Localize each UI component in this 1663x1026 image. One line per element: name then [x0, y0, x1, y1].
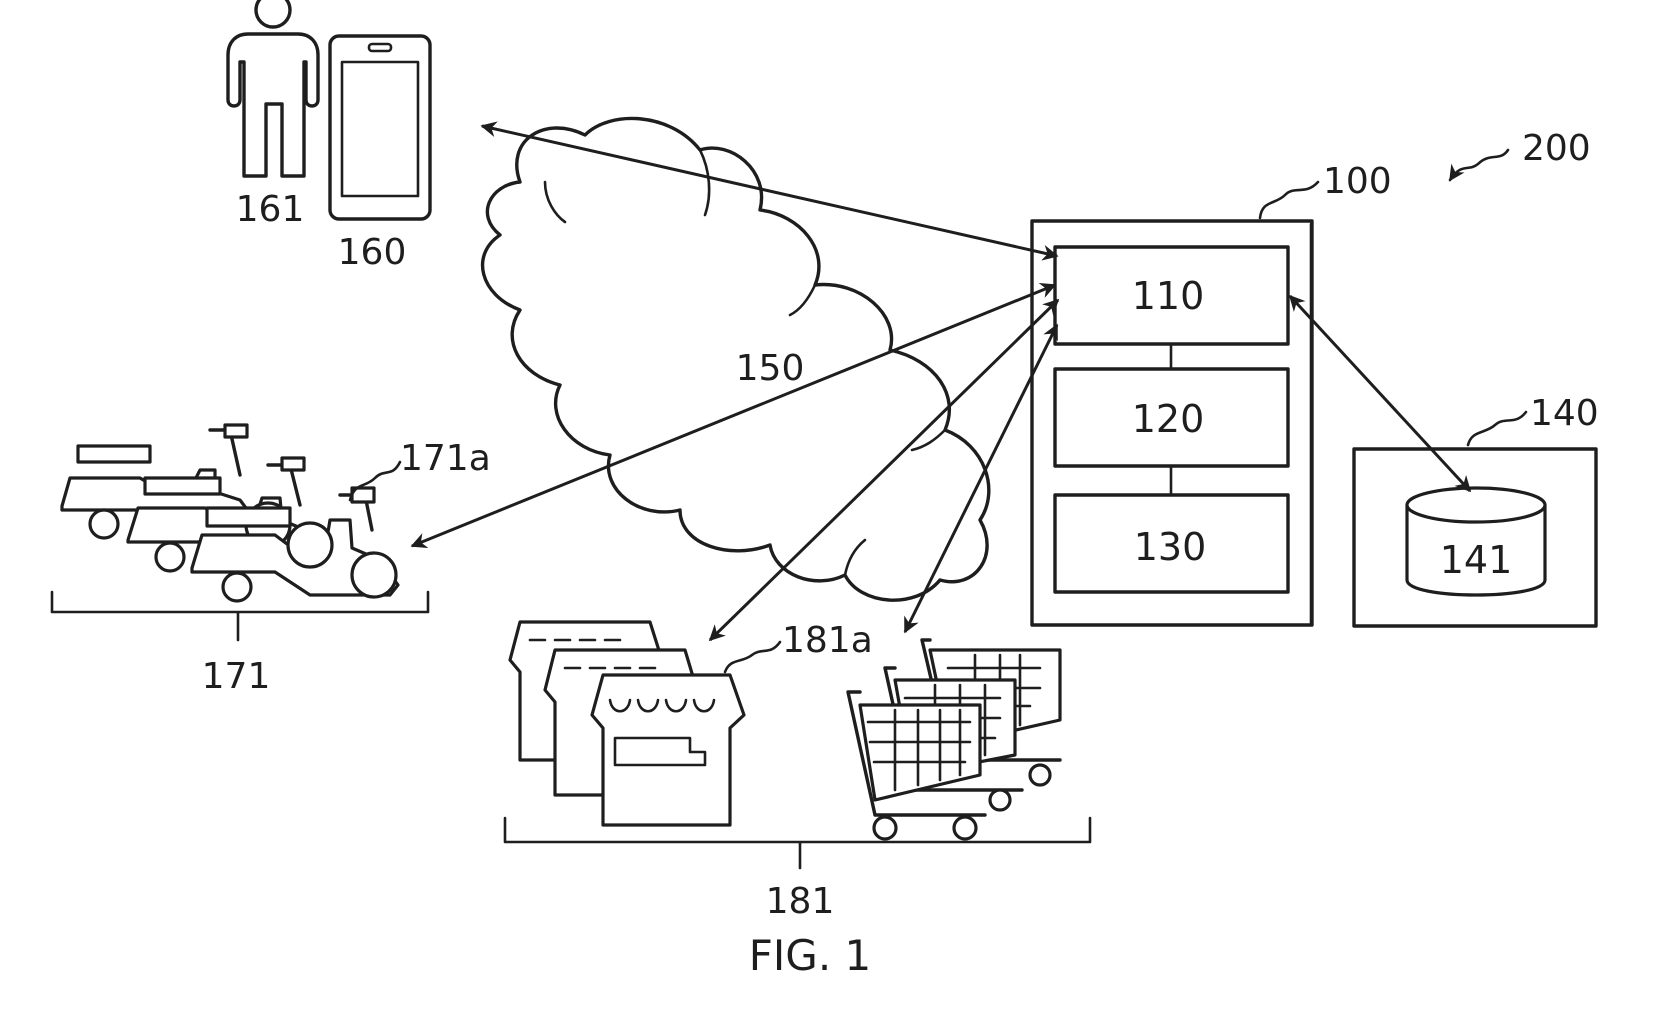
server-leader-line	[1260, 182, 1318, 218]
database-unit-leader-line	[1468, 412, 1526, 445]
system-pointer-arrow	[1450, 150, 1508, 180]
shopping-cart-icon	[848, 640, 1060, 839]
module-120-label: 120	[1132, 397, 1205, 441]
terminal-label: 160	[338, 232, 407, 273]
system-label: 200	[1522, 128, 1591, 169]
database-label: 141	[1440, 538, 1513, 582]
figure-caption: FIG. 1	[749, 931, 872, 980]
terminal-server-arrow	[482, 126, 1057, 256]
store-item-leader-line	[725, 642, 780, 672]
server-database-arrow	[1290, 296, 1470, 491]
server-label: 100	[1323, 161, 1392, 202]
store-group-label: 181	[766, 881, 835, 922]
cart-server-arrow	[905, 325, 1057, 632]
user-label: 161	[236, 189, 305, 230]
store-group-brace	[505, 818, 1090, 868]
network-label: 150	[736, 348, 805, 389]
smartphone-icon	[330, 36, 430, 219]
vehicle-item-label: 171a	[400, 438, 491, 479]
module-110-label: 110	[1132, 274, 1205, 318]
database-unit-label: 140	[1530, 393, 1599, 434]
storefront-icon	[510, 622, 744, 825]
vehicle-server-arrow	[412, 285, 1055, 546]
vehicle-group-label: 171	[202, 656, 271, 697]
scooter-icon	[62, 425, 398, 601]
module-130-label: 130	[1134, 525, 1207, 569]
store-item-label: 181a	[782, 620, 873, 661]
person-icon	[228, 0, 318, 176]
